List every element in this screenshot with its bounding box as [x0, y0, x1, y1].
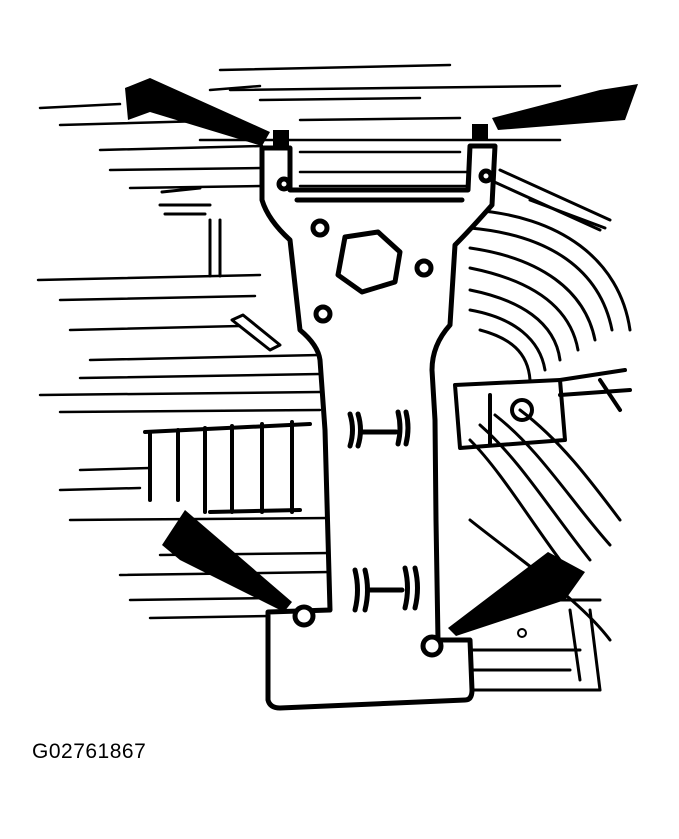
mounting-bracket [259, 143, 498, 711]
arrow-bottom-right [448, 552, 585, 636]
hose-lines-right [468, 168, 632, 562]
bracket-top-tabs [273, 124, 488, 146]
arrow-top-left [125, 78, 270, 146]
arrow-bottom-left [162, 510, 292, 612]
right-clamp [453, 368, 632, 450]
figure-id-label: G02761867 [32, 740, 147, 763]
callout-arrows [125, 78, 638, 636]
arrow-top-right [492, 84, 638, 130]
left-bolt [158, 186, 282, 352]
radiator-fins [143, 420, 312, 514]
